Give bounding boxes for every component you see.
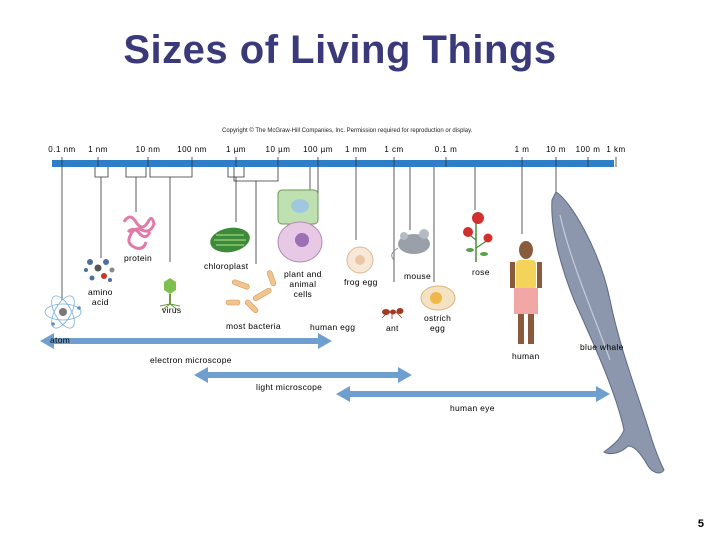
amino-acid-icon (84, 259, 115, 282)
copyright-notice: Copyright © The McGraw-Hill Companies, I… (222, 128, 473, 134)
tick-label: 1 nm (88, 145, 108, 154)
range-arrows (40, 333, 610, 402)
ostrich-egg-icon (420, 285, 456, 311)
tick-label: 0.1 m (434, 145, 458, 154)
label-atom: atom (50, 335, 71, 345)
human-eye-arrow (336, 386, 610, 402)
bacteria-icon (225, 270, 277, 314)
electron-microscope-arrow (40, 333, 332, 349)
label-human-egg: human egg (310, 322, 356, 332)
scale-bar (52, 160, 614, 167)
label-amino-acid: amino acid (88, 287, 113, 307)
chloroplast-icon (210, 227, 250, 253)
human-egg-icon (346, 246, 374, 274)
label-most-bacteria: most bacteria (226, 321, 281, 331)
label-human: human (512, 351, 540, 361)
ant-icon (381, 308, 404, 319)
leader-lines (94, 167, 557, 282)
page-title: Sizes of Living Things (123, 28, 557, 72)
page-number: 5 (697, 518, 704, 530)
virus-icon (159, 278, 181, 311)
tick-label: 1 km (606, 145, 626, 154)
tick-label: 100 m (575, 145, 601, 154)
tick-label: 1 µm (226, 145, 246, 154)
tick-label: 100 µm (303, 145, 333, 154)
label-rose: rose (472, 267, 490, 277)
label-protein: protein (124, 253, 153, 263)
label-frog-egg: frog egg (344, 277, 378, 287)
tick-label: 1 m (514, 145, 530, 154)
light-microscope-arrow (194, 367, 412, 383)
tick-label: 1 mm (345, 145, 367, 154)
rose-icon (463, 212, 493, 262)
scale-tick-lines (61, 157, 617, 300)
label-blue-whale: blue whale (580, 342, 624, 352)
human-icon (510, 241, 542, 344)
blue-whale-icon (551, 191, 665, 474)
label-light-microscope: light microscope (256, 382, 323, 392)
tick-label: 100 nm (177, 145, 207, 154)
mouse-icon (391, 229, 430, 261)
label-human-eye: human eye (450, 403, 495, 413)
tick-label: 10 µm (265, 145, 291, 154)
label-plant-animal-cells: plant and animal cells (284, 269, 322, 299)
label-mouse: mouse (404, 271, 432, 281)
label-ostrich-egg: ostrich egg (424, 313, 452, 333)
label-ant: ant (386, 323, 399, 333)
tick-label: 10 nm (135, 145, 161, 154)
atom-icon (44, 295, 82, 329)
tick-label: 1 cm (384, 145, 404, 154)
cells-icon (277, 189, 323, 263)
protein-icon (122, 215, 156, 250)
tick-label: 10 m (546, 145, 566, 154)
label-chloroplast: chloroplast (204, 261, 249, 271)
tick-label: 0.1 nm (48, 145, 76, 154)
label-electron-microscope: electron microscope (150, 355, 232, 365)
label-virus: virus (162, 305, 182, 315)
